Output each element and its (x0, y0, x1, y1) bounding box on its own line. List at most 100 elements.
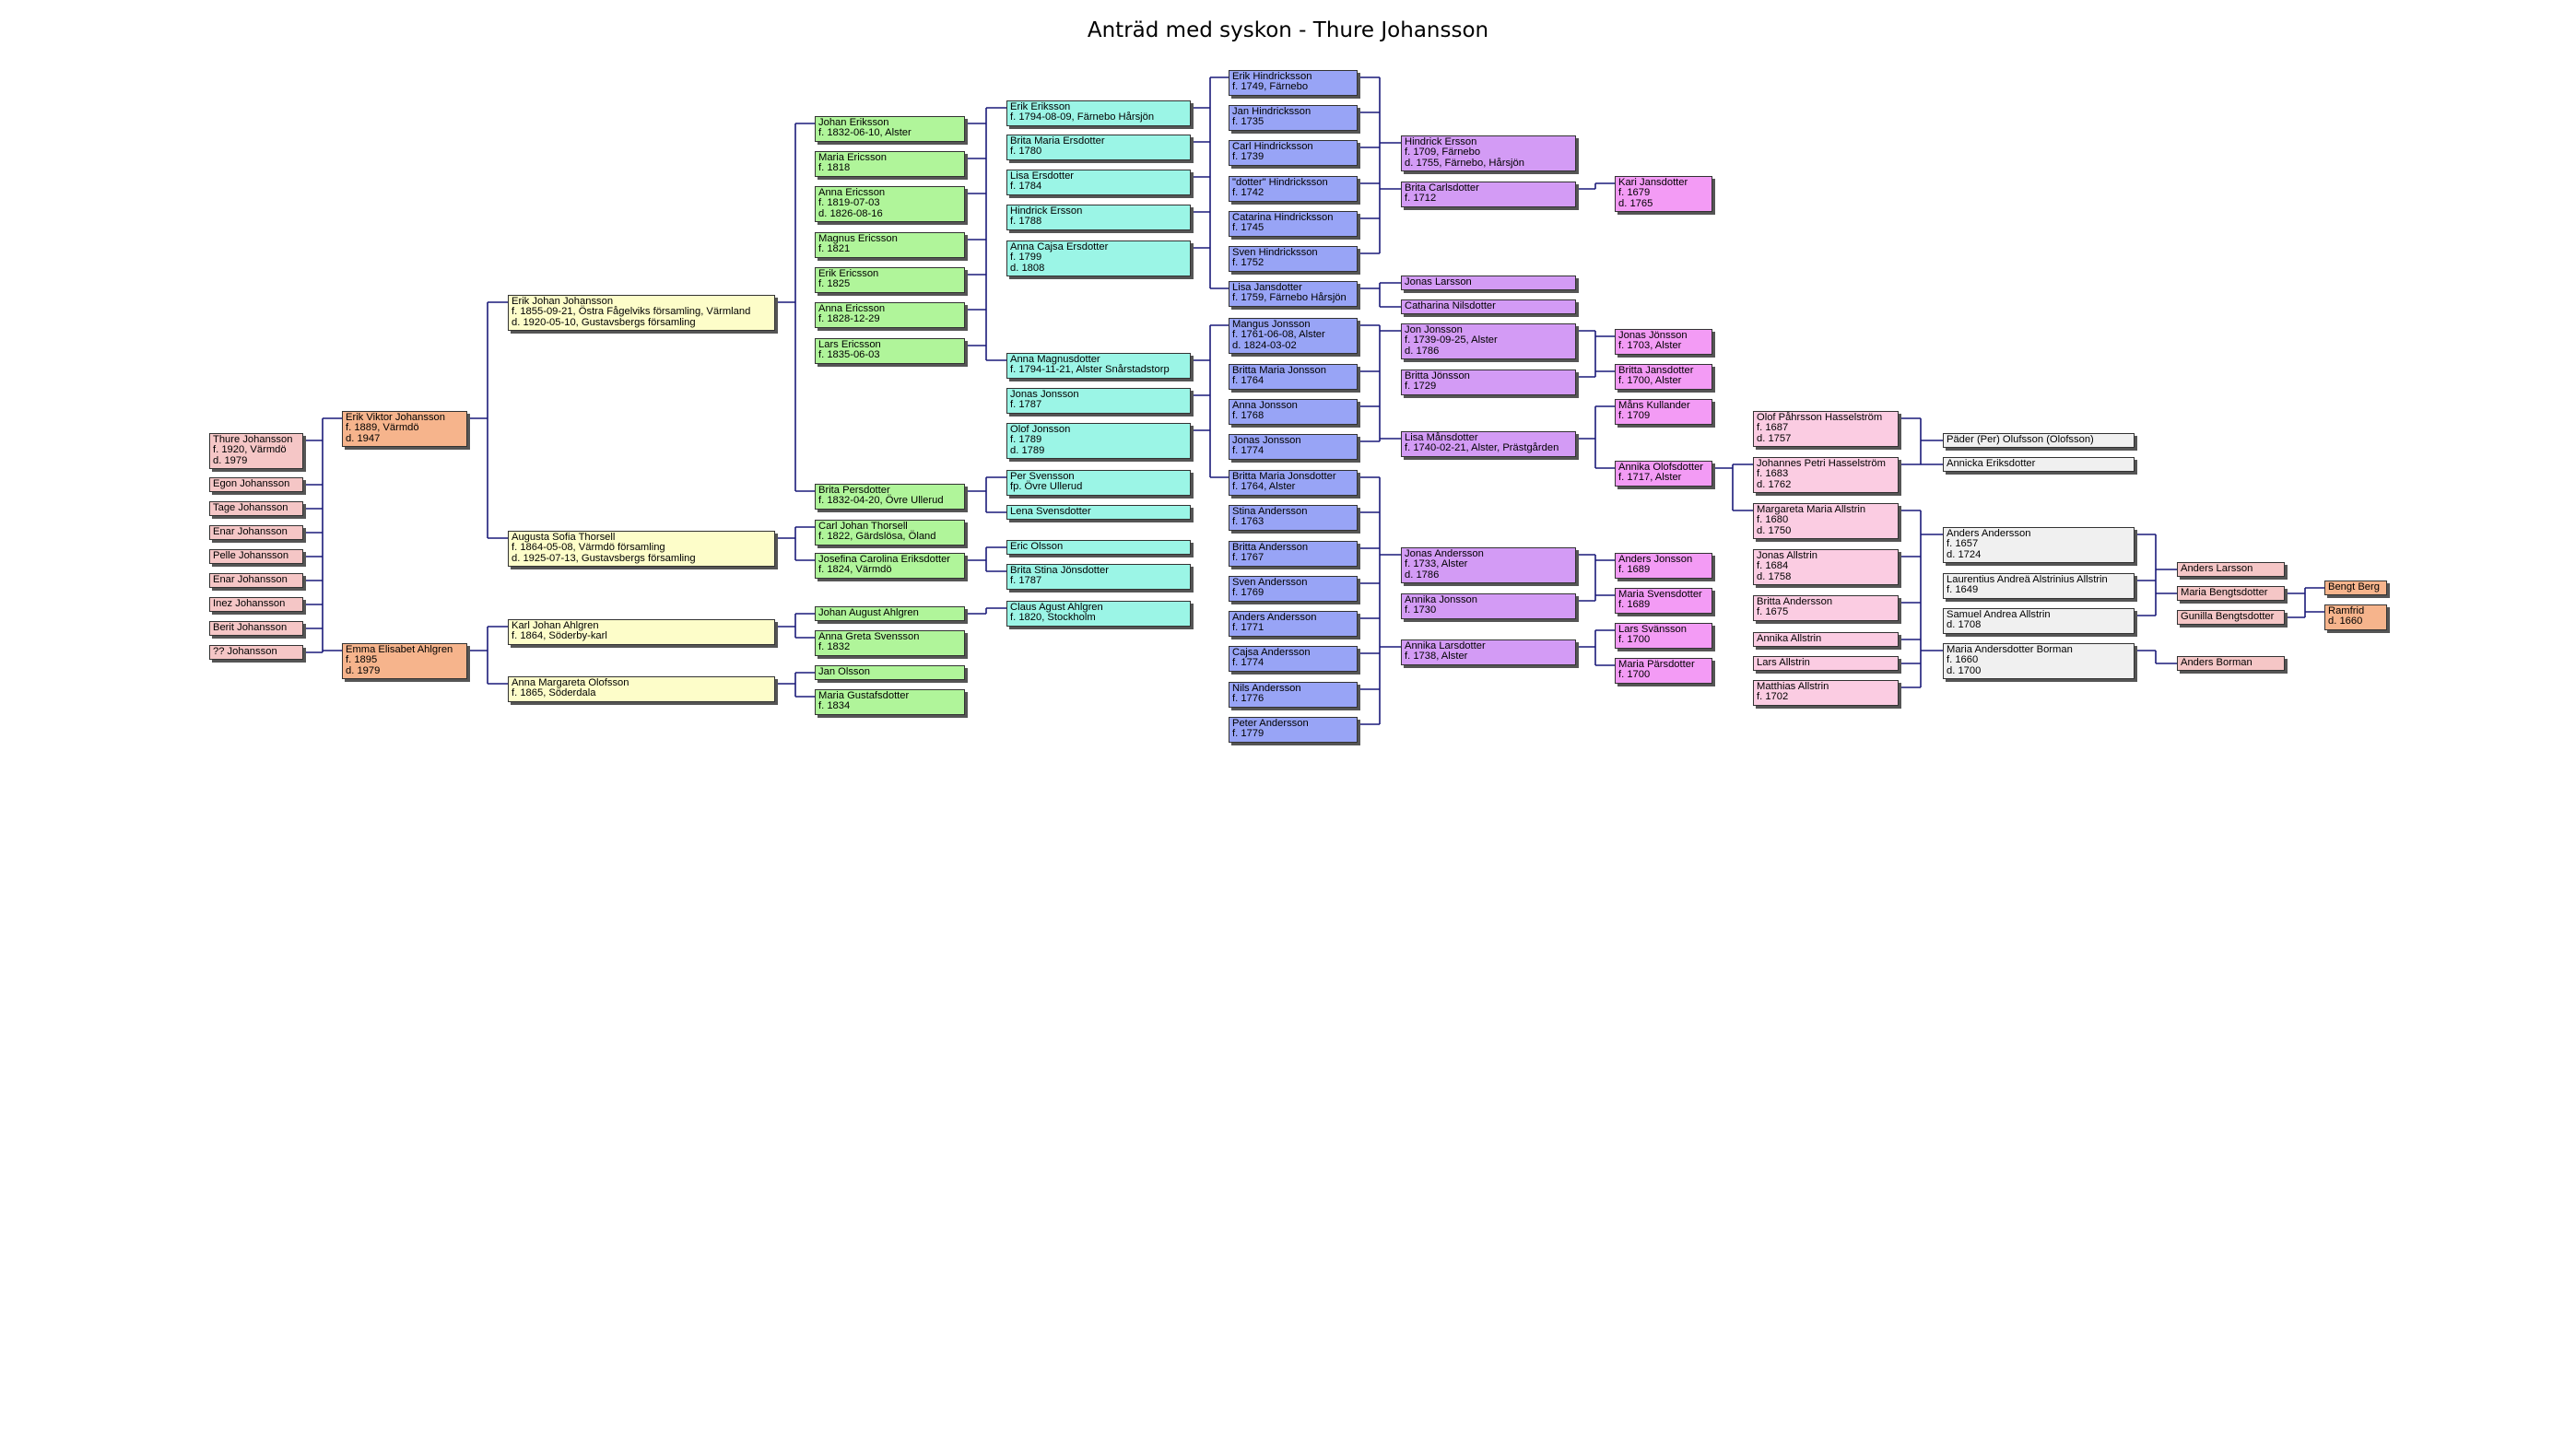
person-box-catharina[interactable]: Catharina Nilsdotter (1401, 299, 1576, 315)
person-box-enar1[interactable]: Enar Johansson (209, 525, 303, 541)
person-box-ericolsson[interactable]: Eric Olsson (1006, 540, 1191, 556)
person-box-pader[interactable]: Päder (Per) Olufsson (Olofsson) (1943, 433, 2135, 449)
person-box-mariabengts[interactable]: Maria Bengtsdotter (2177, 586, 2285, 602)
person-box-andersborman[interactable]: Anders Borman (2177, 656, 2285, 672)
person-box-jonaslarsson[interactable]: Jonas Larsson (1401, 276, 1576, 291)
person-box-inez[interactable]: Inez Johansson (209, 597, 303, 613)
person-box-qq[interactable]: ?? Johansson (209, 645, 303, 661)
person-box-pelle[interactable]: Pelle Johansson (209, 549, 303, 565)
person-box-gunilla[interactable]: Gunilla Bengtsdotter (2177, 610, 2285, 626)
person-box-bengtberg[interactable]: Bengt Berg (2324, 581, 2387, 596)
person-box-egon[interactable]: Egon Johansson (209, 477, 303, 493)
person-box-johanaugust[interactable]: Johan August Ahlgren (815, 606, 965, 622)
person-box-annikaallstrin[interactable]: Annika Allstrin (1753, 632, 1899, 648)
person-box-enar2[interactable]: Enar Johansson (209, 573, 303, 589)
person-box-berit[interactable]: Berit Johansson (209, 621, 303, 637)
person-box-tage[interactable]: Tage Johansson (209, 501, 303, 517)
person-box-lenasvens[interactable]: Lena Svensdotter (1006, 505, 1191, 521)
person-box-larsallstrin[interactable]: Lars Allstrin (1753, 656, 1899, 672)
person-box-annickaeriks[interactable]: Annicka Eriksdotter (1943, 457, 2135, 473)
person-box-janolsson[interactable]: Jan Olsson (815, 665, 965, 681)
person-box-anderslarsson[interactable]: Anders Larsson (2177, 562, 2285, 578)
